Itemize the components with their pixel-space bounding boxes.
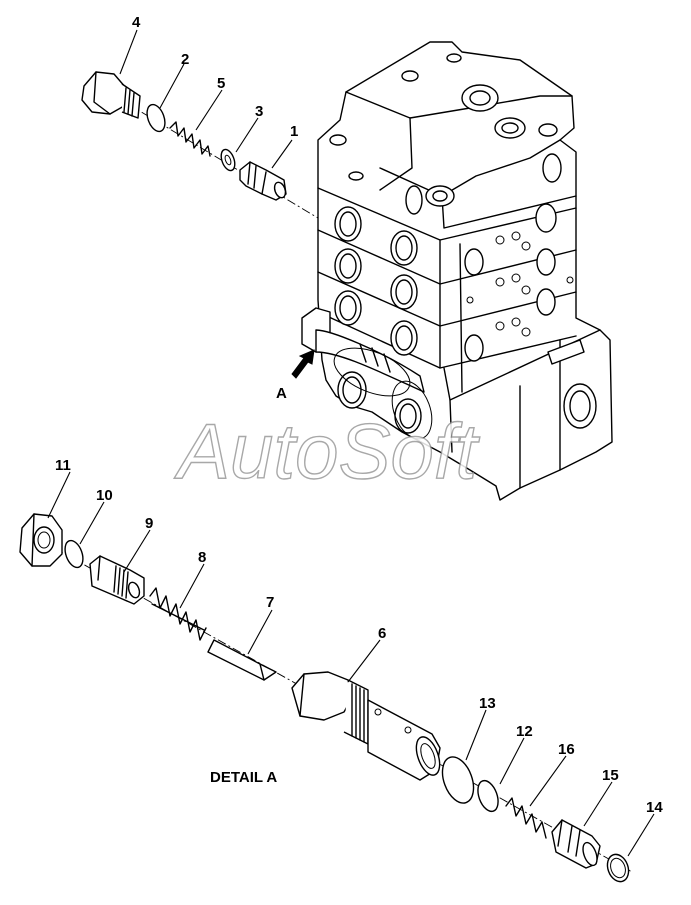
label-2: 2 [181, 51, 189, 68]
part-4-plug [81, 71, 141, 119]
part-1-poppet [239, 161, 287, 201]
label-14: 14 [646, 799, 663, 816]
label-8: 8 [198, 549, 206, 566]
part-7-pin [207, 639, 277, 681]
arrow-icon [291, 349, 315, 379]
label-6: 6 [378, 625, 386, 642]
part-16-spring [505, 797, 547, 839]
part-labels: 4 2 5 3 1 A 11 10 9 8 7 6 13 12 16 15 14… [55, 14, 663, 816]
watermark: AutoSoft [174, 407, 481, 495]
label-15: 15 [602, 767, 619, 784]
part-8-spring [149, 587, 207, 641]
label-7: 7 [266, 594, 274, 611]
part-2-o-ring [146, 103, 166, 133]
part-9-plug [89, 555, 145, 605]
part-14-snap-ring [606, 853, 630, 883]
label-11: 11 [55, 457, 71, 474]
part-13-o-ring [441, 756, 475, 804]
part-12-o-ring [477, 779, 499, 813]
detail-caption: DETAIL A [210, 769, 277, 786]
label-3: 3 [255, 103, 263, 120]
control-valve-block [301, 41, 613, 501]
part-11-nut [19, 513, 63, 567]
label-1: 1 [290, 123, 298, 140]
label-16: 16 [558, 741, 575, 758]
label-10: 10 [96, 487, 113, 504]
label-13: 13 [479, 695, 496, 712]
part-15-piston [551, 819, 601, 869]
label-9: 9 [145, 515, 153, 532]
part-5-spring [169, 121, 211, 157]
label-12: 12 [516, 723, 533, 740]
part-3-washer [220, 148, 236, 172]
label-4: 4 [132, 14, 141, 31]
label-5: 5 [217, 75, 225, 92]
top-exploded-parts [81, 29, 319, 219]
detail-a-parts [19, 471, 655, 883]
part-10-o-ring [64, 539, 84, 569]
part-6-sleeve [291, 671, 441, 781]
label-view-a: A [276, 385, 287, 402]
